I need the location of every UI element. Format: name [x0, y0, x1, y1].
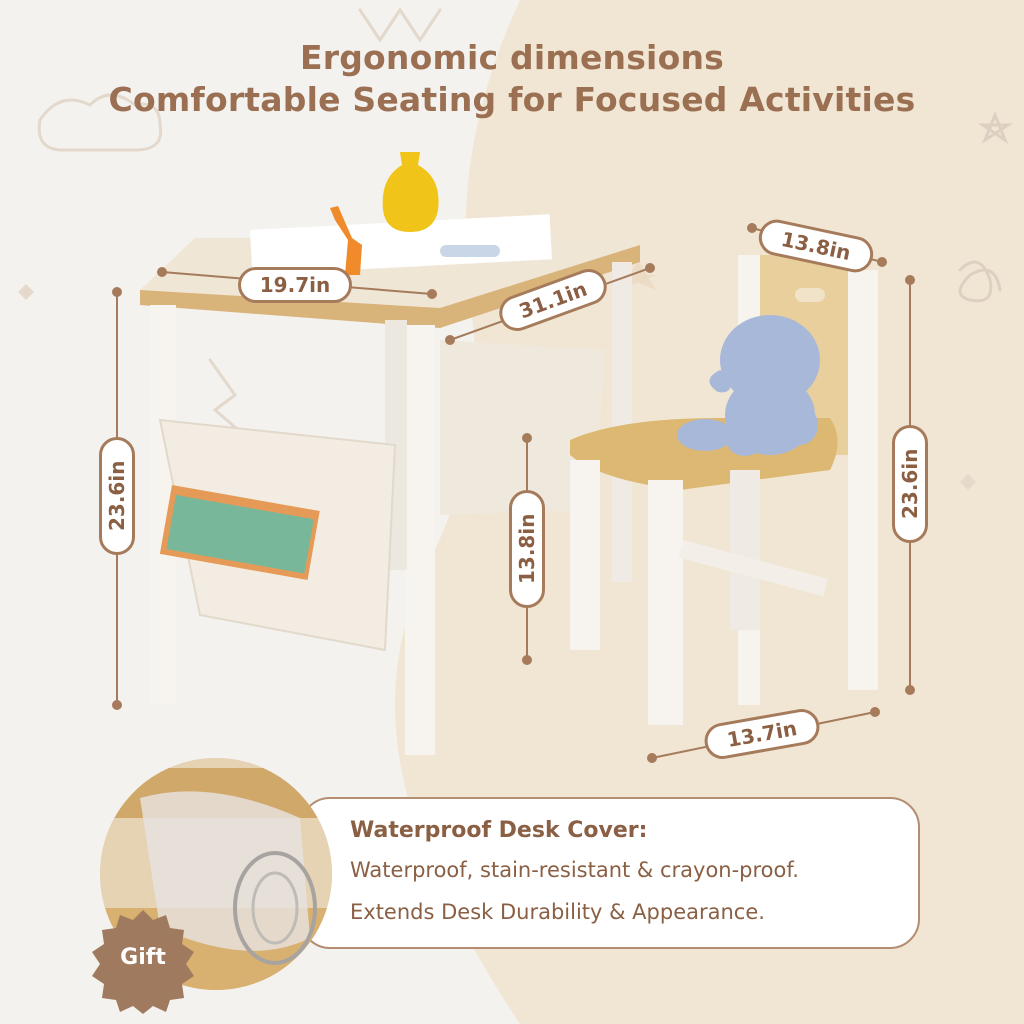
- feature-line-1: Waterproof, stain-resistant & crayon-pro…: [350, 858, 799, 882]
- feature-line-2: Extends Desk Durability & Appearance.: [350, 900, 765, 924]
- gift-badge: [92, 910, 194, 1014]
- chair-height-label: 23.6in: [892, 425, 928, 543]
- desk: [140, 214, 640, 755]
- chair-seat-height-label: 13.8in: [509, 490, 545, 608]
- desk-height-label: 23.6in: [99, 437, 135, 555]
- gift-badge-label: Gift: [120, 945, 166, 970]
- plush-elephant: [677, 315, 820, 456]
- feature-title: Waterproof Desk Cover:: [350, 818, 648, 843]
- headline-line-1: Ergonomic dimensions: [300, 38, 724, 77]
- headline-line-2: Comfortable Seating for Focused Activiti…: [108, 80, 916, 119]
- desk-depth-label: 19.7in: [238, 267, 352, 303]
- feature-card: [300, 797, 920, 949]
